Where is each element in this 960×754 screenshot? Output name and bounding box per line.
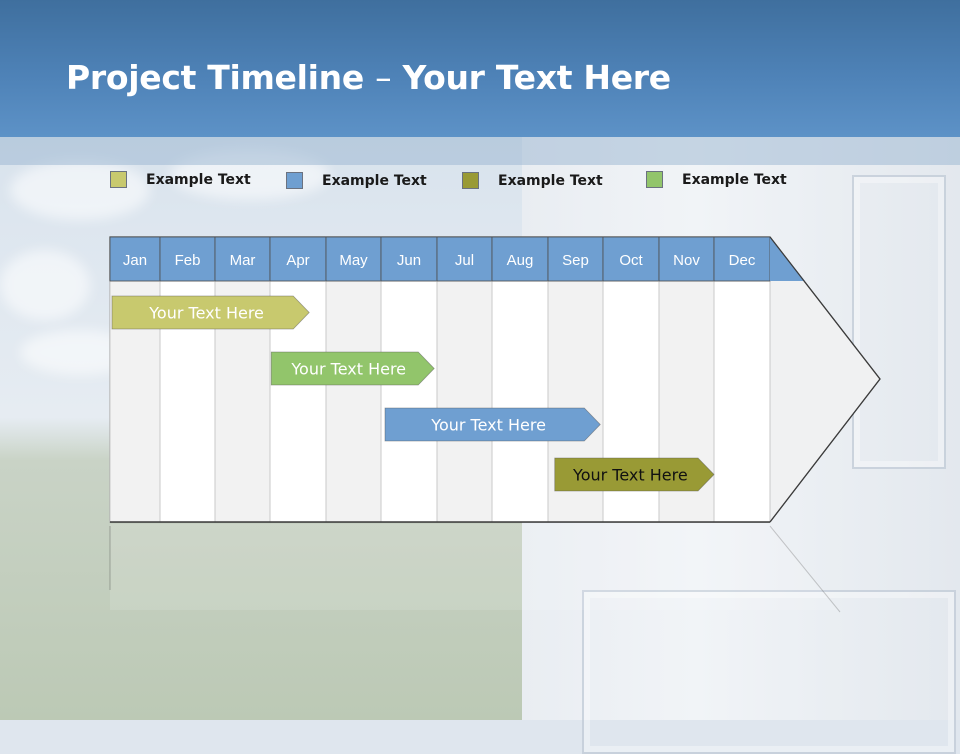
month-header-cell bbox=[269, 236, 327, 282]
task-bar-label: Your Text Here bbox=[430, 416, 546, 435]
timeline-chart: Jan Feb Mar Apr May Jun Jul Aug Sep Oct Nov Dec You… bbox=[109, 236, 881, 613]
arrow-tip-outline bbox=[769, 236, 881, 523]
month-column bbox=[436, 280, 493, 523]
task-bar-label: Your Text Here bbox=[148, 304, 264, 323]
month-header-cell bbox=[214, 236, 271, 282]
task-bar: Your Text Here bbox=[270, 351, 435, 386]
month-label: Aug bbox=[507, 252, 534, 269]
month-label: May bbox=[339, 252, 368, 269]
month-header-cell bbox=[159, 236, 216, 282]
month-label: Nov bbox=[673, 252, 700, 269]
month-header-cell bbox=[658, 236, 715, 282]
slide-title-rest: Your Text Here bbox=[402, 58, 672, 97]
task-bar-label: Your Text Here bbox=[290, 360, 406, 379]
month-label: Apr bbox=[286, 252, 309, 269]
slide-title-bold: Project Timeline bbox=[66, 58, 364, 97]
task-bar: Your Text Here bbox=[554, 457, 715, 492]
background-cloud bbox=[10, 160, 150, 220]
legend-swatch bbox=[646, 171, 663, 188]
background-cloud bbox=[0, 250, 90, 320]
month-header-cell bbox=[109, 236, 161, 282]
month-label: Mar bbox=[230, 252, 256, 269]
month-header-cell bbox=[436, 236, 493, 282]
month-label: Dec bbox=[729, 252, 756, 269]
legend-label: Example Text bbox=[146, 172, 251, 188]
task-bar-label: Your Text Here bbox=[572, 466, 688, 485]
legend-label: Example Text bbox=[322, 173, 427, 189]
legend-swatch bbox=[110, 171, 127, 188]
task-bar: Your Text Here bbox=[384, 407, 601, 442]
legend-swatch bbox=[462, 172, 479, 189]
month-header-cell bbox=[547, 236, 604, 282]
task-bar-shape bbox=[111, 295, 310, 330]
month-column bbox=[380, 280, 438, 523]
month-header-cell bbox=[713, 236, 771, 282]
month-column bbox=[491, 280, 549, 523]
task-bar-shape bbox=[270, 351, 435, 386]
month-header-cell bbox=[491, 236, 549, 282]
header-strip bbox=[0, 137, 960, 165]
reflection-edge bbox=[769, 525, 841, 613]
month-header-cell bbox=[325, 236, 382, 282]
timeline-reflection bbox=[110, 524, 840, 610]
month-column bbox=[325, 280, 382, 523]
slide-header bbox=[0, 0, 960, 137]
slide-title: Project Timeline – Your Text Here bbox=[66, 58, 671, 97]
month-header-cell bbox=[602, 236, 660, 282]
month-label: Jul bbox=[455, 252, 474, 269]
month-label: Jan bbox=[123, 252, 147, 269]
task-bar-shape bbox=[384, 407, 601, 442]
task-bar: Your Text Here bbox=[111, 295, 310, 330]
legend-swatch bbox=[286, 172, 303, 189]
legend-label: Example Text bbox=[498, 173, 603, 189]
slide-title-separator: – bbox=[375, 58, 392, 97]
month-column bbox=[713, 280, 771, 523]
month-label: Jun bbox=[397, 252, 421, 269]
month-header-cell bbox=[380, 236, 438, 282]
month-label: Sep bbox=[562, 252, 589, 269]
door-panel bbox=[852, 175, 946, 469]
month-label: Feb bbox=[175, 252, 201, 269]
month-label: Oct bbox=[619, 252, 643, 269]
legend-label: Example Text bbox=[682, 172, 787, 188]
task-bar-shape bbox=[554, 457, 715, 492]
